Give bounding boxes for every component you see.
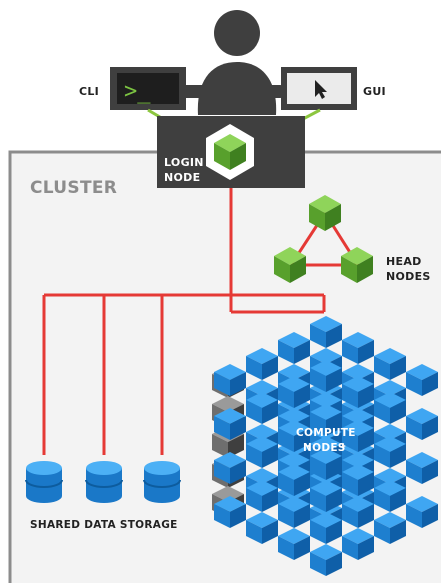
login-node-cube-icon <box>206 124 254 180</box>
terminal-icon: >_ <box>110 67 186 110</box>
head-nodes-label-1: HEAD <box>386 255 422 268</box>
cluster-label: CLUSTER <box>30 178 117 198</box>
terminal-prompt: >_ <box>124 79 151 104</box>
compute-nodes-label-2: NODES <box>303 442 346 454</box>
storage-label: SHARED DATA STORAGE <box>30 519 178 531</box>
storage-cylinder-icon <box>25 460 181 504</box>
head-nodes-label-2: NODES <box>386 270 431 283</box>
login-node-label-1: LOGIN <box>164 156 204 169</box>
cursor-icon <box>315 80 327 99</box>
compute-nodes-label-1: COMPUTE <box>296 427 356 439</box>
user-icon <box>176 10 286 115</box>
gui-label: GUI <box>363 85 386 98</box>
cli-label: CLI <box>79 85 99 98</box>
login-node-label-2: NODE <box>164 171 200 184</box>
gui-monitor <box>281 67 357 110</box>
